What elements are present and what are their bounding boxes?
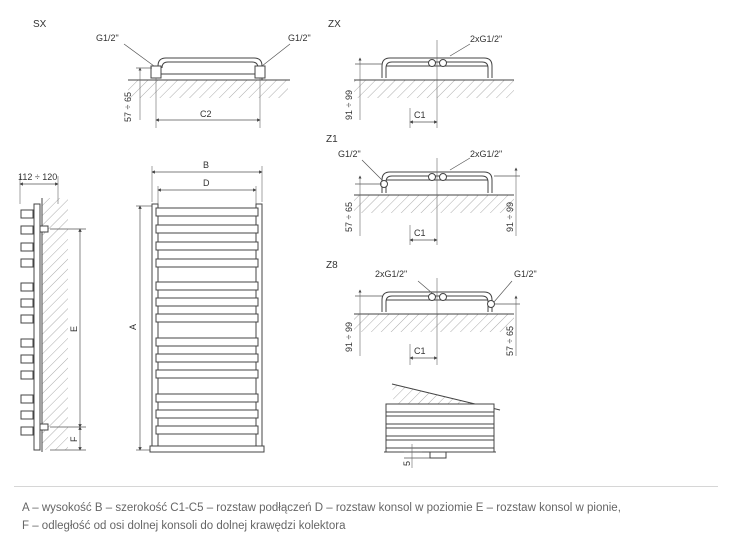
dim-91-99-z1: 91 ÷ 99 [505,202,515,232]
wall-hatch [42,198,68,450]
technical-drawing: SX G1/2" G1/2" 57 ÷ 65 C2 ZX 2x [18,19,537,468]
section-label-z8: Z8 [326,260,338,271]
connection-label-right: G1/2" [514,269,537,279]
dim-57-65-z1: 57 ÷ 65 [344,202,354,232]
connection-label-right: G1/2" [288,33,311,43]
wall-hatch [354,314,514,332]
dim-a: A [128,324,138,330]
connection-label-2x: 2xG1/2" [470,149,502,159]
divider [14,486,718,487]
legend: A – wysokość B – szerokość C1-C5 – rozst… [22,499,712,535]
dim-d: D [203,178,210,188]
dim-c1-z8: C1 [414,346,426,356]
dim-5: 5 [402,461,412,466]
dim-112-120: 112 ÷ 120 [18,172,57,182]
connection-label-left: G1/2" [338,149,361,159]
front-view: B D A [128,160,265,453]
dim-57-65-sx: 57 ÷ 65 [123,92,133,122]
zx-view: ZX 2xG1/2" 91 ÷ 99 C1 [328,19,514,128]
connection-label-2x: 2xG1/2" [470,34,502,44]
dim-91-99-z8: 91 ÷ 99 [344,322,354,352]
legend-line-1: A – wysokość B – szerokość C1-C5 – rozst… [22,502,621,514]
connection-label-left: G1/2" [96,33,119,43]
section-label-zx: ZX [328,19,341,30]
z8-view: Z8 2xG1/2" G1/2" 91 ÷ 99 57 ÷ 65 C1 [326,260,537,365]
dim-c1-z1: C1 [414,228,426,238]
z1-view: Z1 G1/2" 2xG1/2" 57 ÷ 65 91 ÷ 99 C1 [326,134,520,245]
dim-91-99-zx: 91 ÷ 99 [344,90,354,120]
dim-f: F [69,436,79,442]
dim-e: E [69,326,79,332]
dim-b: B [203,160,209,170]
dim-c1-zx: C1 [414,110,426,120]
connection-label-2x: 2xG1/2" [375,269,407,279]
section-label-sx: SX [33,19,47,30]
dim-57-65-z8: 57 ÷ 65 [505,326,515,356]
sx-view: SX G1/2" G1/2" 57 ÷ 65 C2 [33,19,311,128]
legend-line-2: F – odległość od osi dolnej konsoli do d… [22,520,346,532]
wall-hatch [354,195,514,213]
wall-hatch [354,80,514,98]
dim-c2: C2 [200,109,212,119]
side-detail-view: 5 [384,383,501,468]
section-label-z1: Z1 [326,134,338,145]
side-profile-view: 112 ÷ 120 E F [18,172,86,452]
wall-hatch [128,80,288,98]
